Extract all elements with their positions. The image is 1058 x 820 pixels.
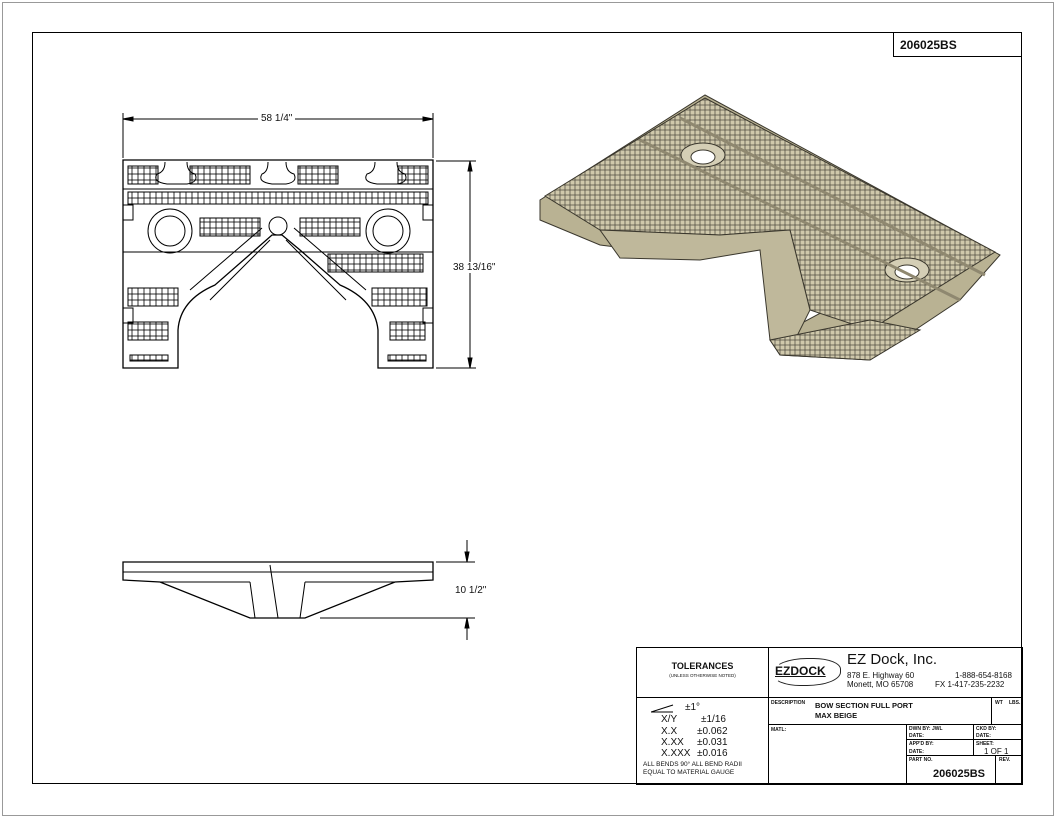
weight-cell: WT LBS. [991,697,1023,725]
address-line-2: Monett, MO 65708 [847,680,914,689]
description-label: DESCRIPTION [771,700,806,706]
tolerances-note: (UNLESS OTHERWISE NOTED) [669,673,736,678]
bend-note-1: ALL BENDS 90° ALL BEND RADII [643,761,742,768]
drawn-by: DWN BY: JWL [909,726,943,732]
title-block: TOLERANCES (UNLESS OTHERWISE NOTED) ±1° … [636,647,1023,785]
description-cell: DESCRIPTION BOW SECTION FULL PORT MAX BE… [768,697,992,725]
phone: 1-888-654-8168 [955,671,1012,680]
tolerances-header: TOLERANCES (UNLESS OTHERWISE NOTED) [636,647,769,698]
rev-cell: REV. [995,755,1023,785]
isometric-view [539,94,1001,361]
tol-value: ±0.016 [697,748,728,759]
date-label: DATE: [976,733,991,739]
wt-label: WT [995,700,1003,706]
top-view [122,113,476,369]
description-line-1: BOW SECTION FULL PORT [815,701,913,710]
height-dimension: 38 13/16" [450,262,499,273]
drawing-sheet-border [32,32,1022,784]
lbs-label: LBS. [1009,700,1021,706]
tol-label: X.X [661,726,678,737]
approved-by: APP'D BY: [909,741,934,747]
description-line-2: MAX BEIGE [815,711,858,720]
part-no-label: PART NO. [909,757,933,763]
tol-label: X.XXX [661,748,691,759]
company-name: EZ Dock, Inc. [847,651,938,668]
checked-by-cell: CKD BY: DATE: [973,724,1023,740]
checked-by: CKD BY: [976,726,997,732]
sheet-value: 1 OF 1 [984,747,1009,756]
tol-value: ±0.062 [697,726,728,737]
tol-value: ±1/16 [701,714,726,725]
tol-label: X/Y [661,714,678,725]
bend-note-2: EQUAL TO MATERIAL GAUGE [643,769,735,776]
tol-value: ±0.031 [697,737,728,748]
company-header: EZDOCK EZ Dock, Inc. 878 E. Highway 60 M… [768,647,1023,698]
tolerances-title: TOLERANCES [671,661,734,671]
angle-tolerance: ±1° [685,702,701,713]
sheet-cell: SHEET: 1 OF 1 [973,739,1023,756]
part-no: 206025BS [933,768,985,780]
fax: FX 1-417-235-2232 [935,680,1005,689]
sheet-label: SHEET: [976,741,994,747]
rev-label: REV. [999,757,1011,763]
depth-dimension: 10 1/2" [452,585,490,596]
matl-label: MATL: [771,727,787,733]
side-view [122,540,475,640]
part-number-header: 206025BS [893,32,1022,57]
drawn-by-cell: DWN BY: JWL DATE: [906,724,974,740]
angle-icon [651,703,674,713]
width-dimension: 58 1/4" [258,113,296,124]
part-no-cell: PART NO. 206025BS [906,755,996,785]
ezdock-logo: EZDOCK [775,664,826,678]
address-line-1: 878 E. Highway 60 [847,671,915,680]
tolerances-table: ±1° X/Y ±1/16 X.X ±0.062 X.XX ±0.031 X.X… [636,697,769,785]
material-cell: MATL: [768,724,907,785]
tol-label: X.XX [661,737,684,748]
date-label: DATE: [909,733,924,739]
date-label: DATE: [909,749,924,755]
approved-by-cell: APP'D BY: DATE: [906,739,974,756]
